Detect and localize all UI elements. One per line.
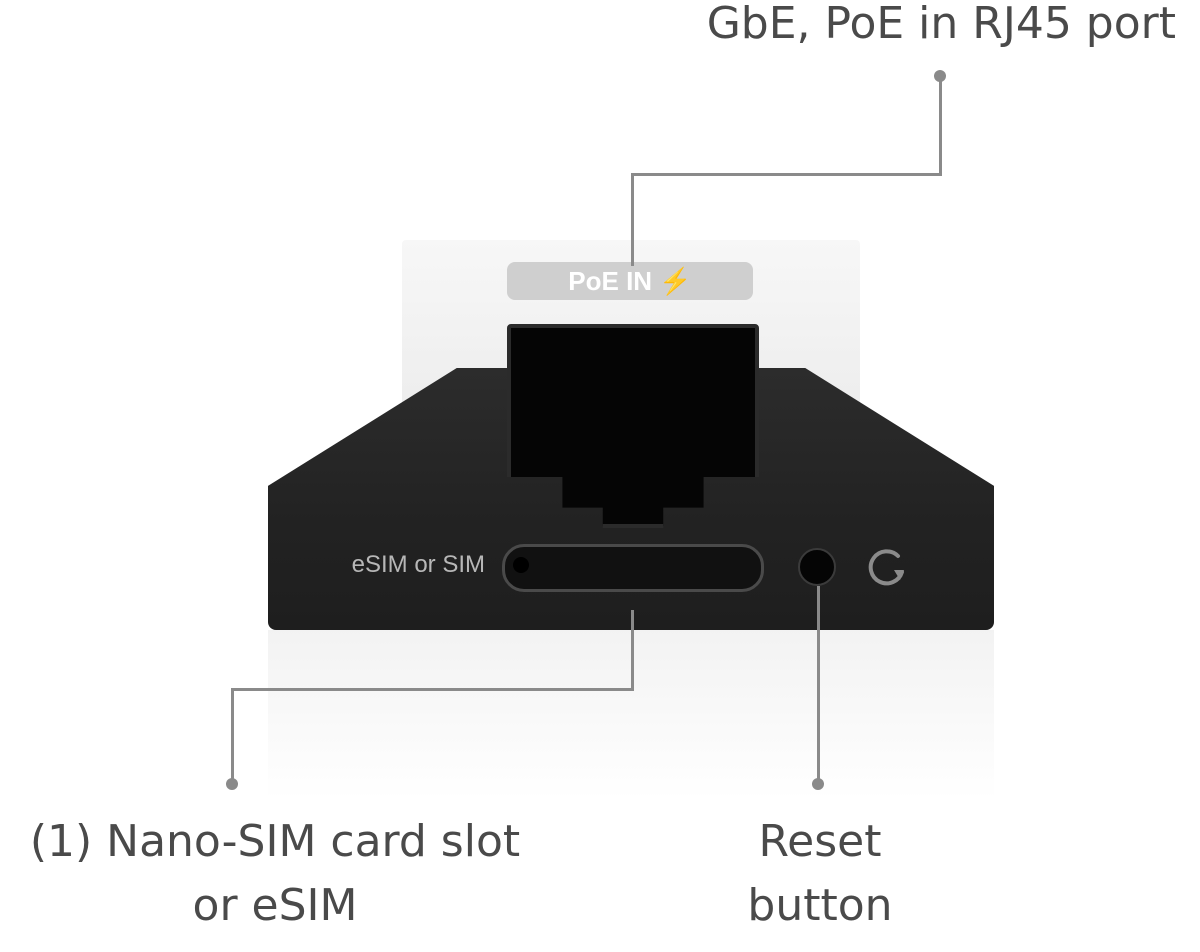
callout-dot-reset: [812, 778, 824, 790]
callout-line-reset-vertical: [817, 586, 820, 784]
sim-eject-hole: [513, 557, 529, 573]
callout-reset-line1: Reset: [758, 816, 882, 867]
reset-icon: [868, 549, 904, 586]
callout-dot-sim: [226, 778, 238, 790]
callout-sim-slot: (1) Nano-SIM card slot or eSIM: [0, 810, 550, 938]
callout-line-sim-horizontal: [231, 688, 634, 691]
callout-reset-line2: button: [747, 880, 893, 931]
callout-line-top-drop: [631, 173, 634, 266]
callout-line-sim-drop: [631, 610, 634, 690]
reset-button-hole: [798, 548, 836, 586]
callout-rj45-port: GbE, PoE in RJ45 port: [706, 0, 1176, 49]
callout-line-sim-vertical: [231, 688, 234, 784]
callout-line-top-vertical: [939, 76, 942, 176]
sim-slot: [502, 544, 764, 592]
sim-slot-label: eSIM or SIM: [351, 551, 485, 578]
callout-sim-slot-line2: or eSIM: [192, 880, 358, 931]
callout-sim-slot-line1: (1) Nano-SIM card slot: [29, 816, 521, 867]
callout-reset-button: Reset button: [690, 810, 950, 938]
callout-line-top-horizontal: [631, 173, 942, 176]
poe-in-label: PoE IN ⚡: [507, 262, 753, 300]
